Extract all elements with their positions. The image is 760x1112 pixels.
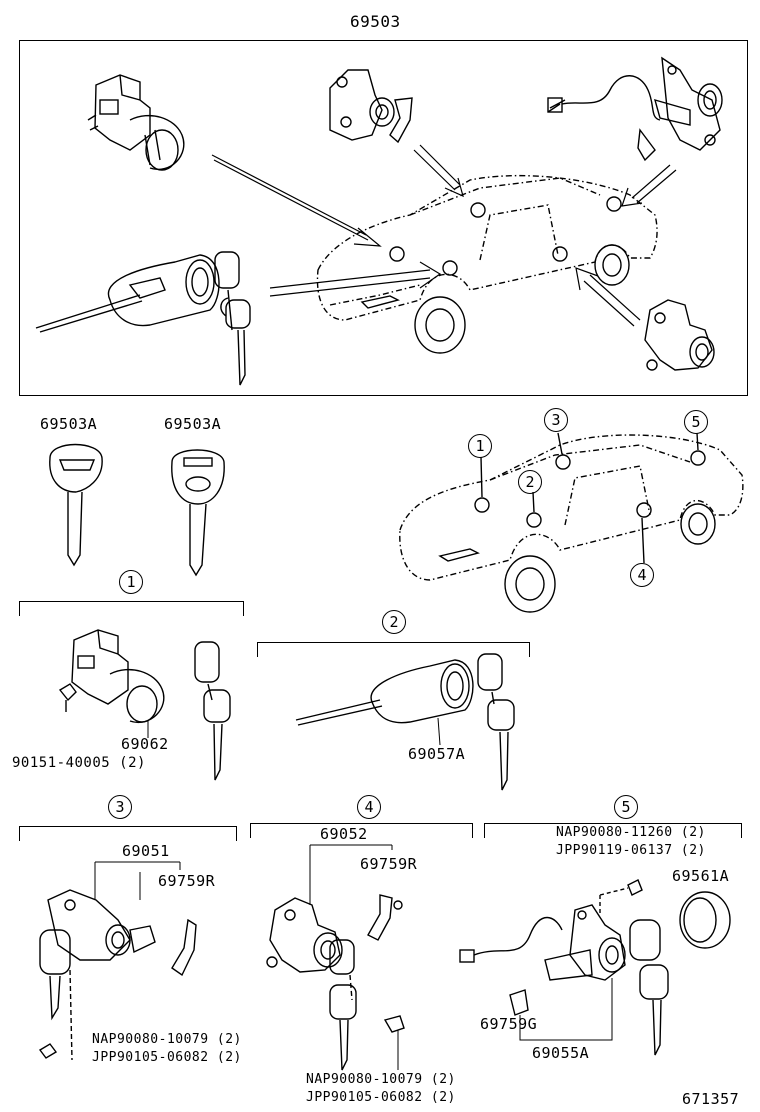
- car-illustration-top: [316, 174, 658, 354]
- ignition-cylinder-group-2: [295, 653, 515, 791]
- label-group-1-bolt: 90151-40005 (2): [12, 755, 146, 771]
- door-lock-group-4: [266, 844, 405, 1071]
- figure-number: 671357: [682, 1090, 740, 1108]
- group-4-marker: 4: [357, 795, 381, 819]
- label-group-5-cap: 69561A: [672, 867, 730, 885]
- group-5-bracket: [484, 823, 742, 838]
- label-group-2-part: 69057A: [408, 745, 466, 763]
- group-3-bracket: [19, 826, 237, 841]
- group-1-bracket: [19, 601, 244, 616]
- trunk-lock-top-right: [547, 56, 723, 162]
- key-69503a-left: [49, 443, 103, 567]
- marker-1-car: 1: [468, 434, 492, 458]
- group-3-marker: 3: [108, 795, 132, 819]
- label-group-3-screw-nap: NAP90080-10079 (2): [92, 1032, 242, 1047]
- label-group-5-screw-nap: NAP90080-11260 (2): [556, 825, 706, 840]
- trunk-lock-group-5: [459, 879, 731, 1056]
- label-group-3-screw-jpp: JPP90105-06082 (2): [92, 1050, 242, 1065]
- key-69503a-right: [171, 449, 225, 577]
- group-4-bracket: [250, 823, 473, 838]
- marker-2-car: 2: [518, 470, 542, 494]
- top-assembly-frame: [19, 40, 748, 396]
- label-group-5-part: 69055A: [532, 1044, 590, 1062]
- label-key-left: 69503A: [40, 415, 98, 433]
- label-group-5-clip: 69759G: [480, 1015, 538, 1033]
- label-group-1-part: 69062: [121, 735, 169, 753]
- label-top-part-no: 69503: [350, 12, 401, 31]
- label-group-3-clip: 69759R: [158, 872, 216, 890]
- label-group-4-screw-jpp: JPP90105-06082 (2): [306, 1090, 456, 1105]
- ignition-switch-top: [87, 74, 185, 171]
- marker-4-car: 4: [630, 563, 654, 587]
- ignition-switch-group-1: [58, 629, 231, 781]
- group-2-marker: 2: [382, 610, 406, 634]
- label-group-4-screw-nap: NAP90080-10079 (2): [306, 1072, 456, 1087]
- marker-3-car: 3: [544, 408, 568, 432]
- label-group-5-screw-jpp: JPP90119-06137 (2): [556, 843, 706, 858]
- car-illustration-middle: [399, 432, 744, 613]
- group-1-marker: 1: [119, 570, 143, 594]
- label-group-4-clip: 69759R: [360, 855, 418, 873]
- marker-5-car: 5: [684, 410, 708, 434]
- door-lock-top-right-bottom: [644, 299, 715, 371]
- label-key-right: 69503A: [164, 415, 222, 433]
- label-group-3-part: 69051: [122, 842, 170, 860]
- group-2-bracket: [257, 642, 530, 657]
- group-5-marker: 5: [614, 795, 638, 819]
- ignition-cylinder-top: [35, 251, 251, 386]
- door-lock-top-middle: [329, 69, 413, 144]
- pointer-arrows-top: [211, 144, 677, 327]
- door-lock-group-3: [38, 861, 197, 1061]
- label-group-4-part: 69052: [320, 825, 368, 843]
